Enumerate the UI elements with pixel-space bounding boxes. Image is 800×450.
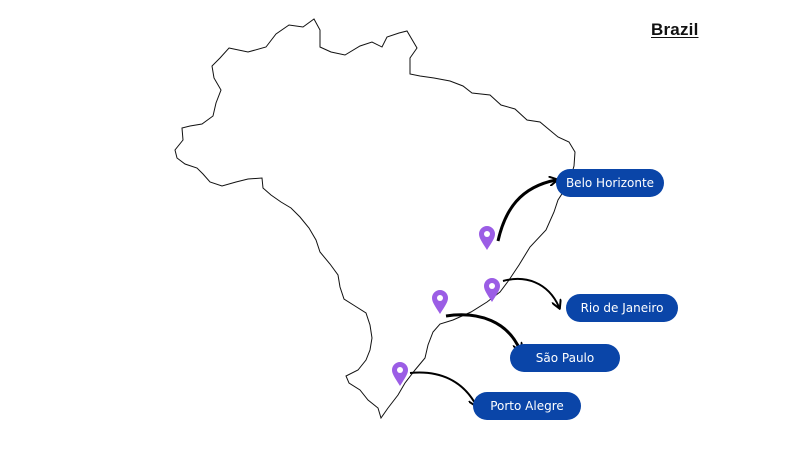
city-label-rio-de-janeiro[interactable]: Rio de Janeiro	[566, 294, 678, 322]
map-pin-icon-sp[interactable]	[432, 290, 448, 314]
brazil-outline	[174, 18, 576, 420]
city-label-belo-horizonte[interactable]: Belo Horizonte	[556, 169, 664, 197]
city-label-porto-alegre[interactable]: Porto Alegre	[473, 392, 581, 420]
map-pin-icon-bh[interactable]	[479, 226, 495, 250]
curved-arrow-icon-bh	[496, 180, 556, 242]
city-label-sao-paulo[interactable]: São Paulo	[510, 344, 620, 372]
map-pin-icon-pa[interactable]	[392, 362, 408, 386]
curved-arrow-icon-rj	[502, 277, 559, 307]
map-title: Brazil	[651, 20, 699, 39]
curved-arrow-icon-pa	[409, 371, 476, 405]
curved-arrow-icon-sp	[445, 313, 520, 350]
map-pin-icon-rj[interactable]	[484, 278, 500, 302]
